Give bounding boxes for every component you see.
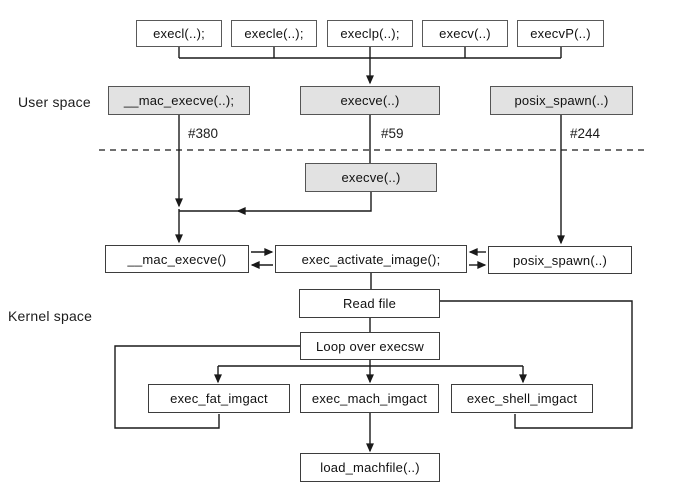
wrapper-bus-line [178,47,562,59]
box-exec-fat-imgact: exec_fat_imgact [148,384,290,413]
box-loop-over-execsw: Loop over execsw [300,332,440,360]
box-load-machfile: load_machfile(..) [300,453,440,482]
box-execve-kernel: execve(..) [305,163,437,192]
imgact-bus-line [218,360,523,367]
kernel-space-label: Kernel space [8,308,93,324]
box-read-file: Read file [299,289,440,318]
box-exec-mach-imgact: exec_mach_imgact [300,384,439,413]
box-execvP: execvP(..) [517,20,604,47]
arrow-execve-return-left [236,192,372,215]
syscall-number-execve: #59 [381,126,404,141]
user-space-label: User space [18,94,91,110]
box-execlp: execlp(..); [327,20,413,47]
box-exec-activate-image: exec_activate_image(); [275,245,467,273]
syscall-number-posix-spawn: #244 [570,126,601,141]
box-mac-execve-kernel: __mac_execve() [105,245,249,273]
box-execve-user: execve(..) [300,86,440,115]
box-execl: execl(..); [136,20,222,47]
box-posix-spawn-user: posix_spawn(..) [490,86,633,115]
loop-return-right [440,300,633,429]
box-execv: execv(..) [422,20,508,47]
box-execle: execle(..); [231,20,317,47]
syscall-number-mac-execve: #380 [188,126,219,141]
box-mac-execve-user: __mac_execve(..); [108,86,250,115]
box-posix-spawn-kernel: posix_spawn(..) [488,246,632,274]
loop-return-left [114,345,300,429]
box-exec-shell-imgact: exec_shell_imgact [451,384,593,413]
